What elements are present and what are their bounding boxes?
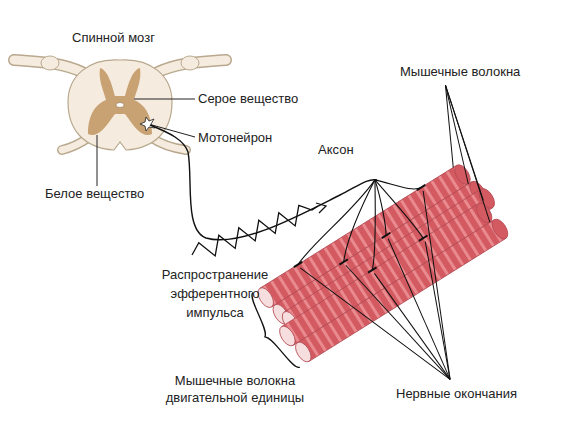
muscle-fiber <box>297 220 505 362</box>
leader-line <box>370 239 469 380</box>
structure-label: Мотонейрон <box>198 130 272 146</box>
spinal-ganglion <box>181 56 199 70</box>
white-matter <box>68 60 172 150</box>
structure-label: Мышечные волокна двигательной единицы <box>145 372 325 406</box>
leader-line <box>152 125 195 137</box>
impulse-zigzag <box>192 205 318 256</box>
axon <box>150 125 377 240</box>
impulse-arrow <box>316 203 326 213</box>
nerve-branches <box>277 159 448 305</box>
leader-line <box>417 85 496 184</box>
fiber-leaders <box>414 85 520 223</box>
structure-label: Серое вещество <box>198 91 298 107</box>
leader-line <box>381 242 494 380</box>
structure-label: Мышечные волокна <box>400 64 520 80</box>
ending-leaders <box>300 191 515 415</box>
fiber-cut-end <box>276 323 298 348</box>
root-outline <box>152 138 186 150</box>
leader-line <box>358 191 516 379</box>
leader-line <box>374 269 450 383</box>
nerve-branch <box>333 180 415 270</box>
structure-label: Спинной мозг <box>72 30 155 46</box>
fiber-group <box>253 158 515 367</box>
fiber-cut-end <box>292 339 314 364</box>
root-fill <box>152 138 186 150</box>
process-label: Распространение эфферентного импульса <box>150 265 280 322</box>
motoneuron-soma <box>140 117 155 131</box>
nerve-branch <box>358 180 403 236</box>
structure-label: Аксон <box>318 142 354 158</box>
nerve-branch <box>375 161 421 206</box>
fiber-end <box>489 217 511 242</box>
structure-label: Нервные окончания <box>396 386 517 402</box>
leader-line <box>416 85 520 222</box>
spinal-roots <box>14 60 226 150</box>
structure-label: Белое вещество <box>45 186 144 202</box>
nerve-branch <box>316 180 403 262</box>
muscle-fiber <box>282 204 490 346</box>
bracket <box>241 293 300 375</box>
spinal-ganglion <box>41 56 59 70</box>
central-canal <box>116 103 124 108</box>
leader-line <box>134 99 195 100</box>
nerve-branch <box>375 175 423 244</box>
leader-line <box>97 135 98 186</box>
